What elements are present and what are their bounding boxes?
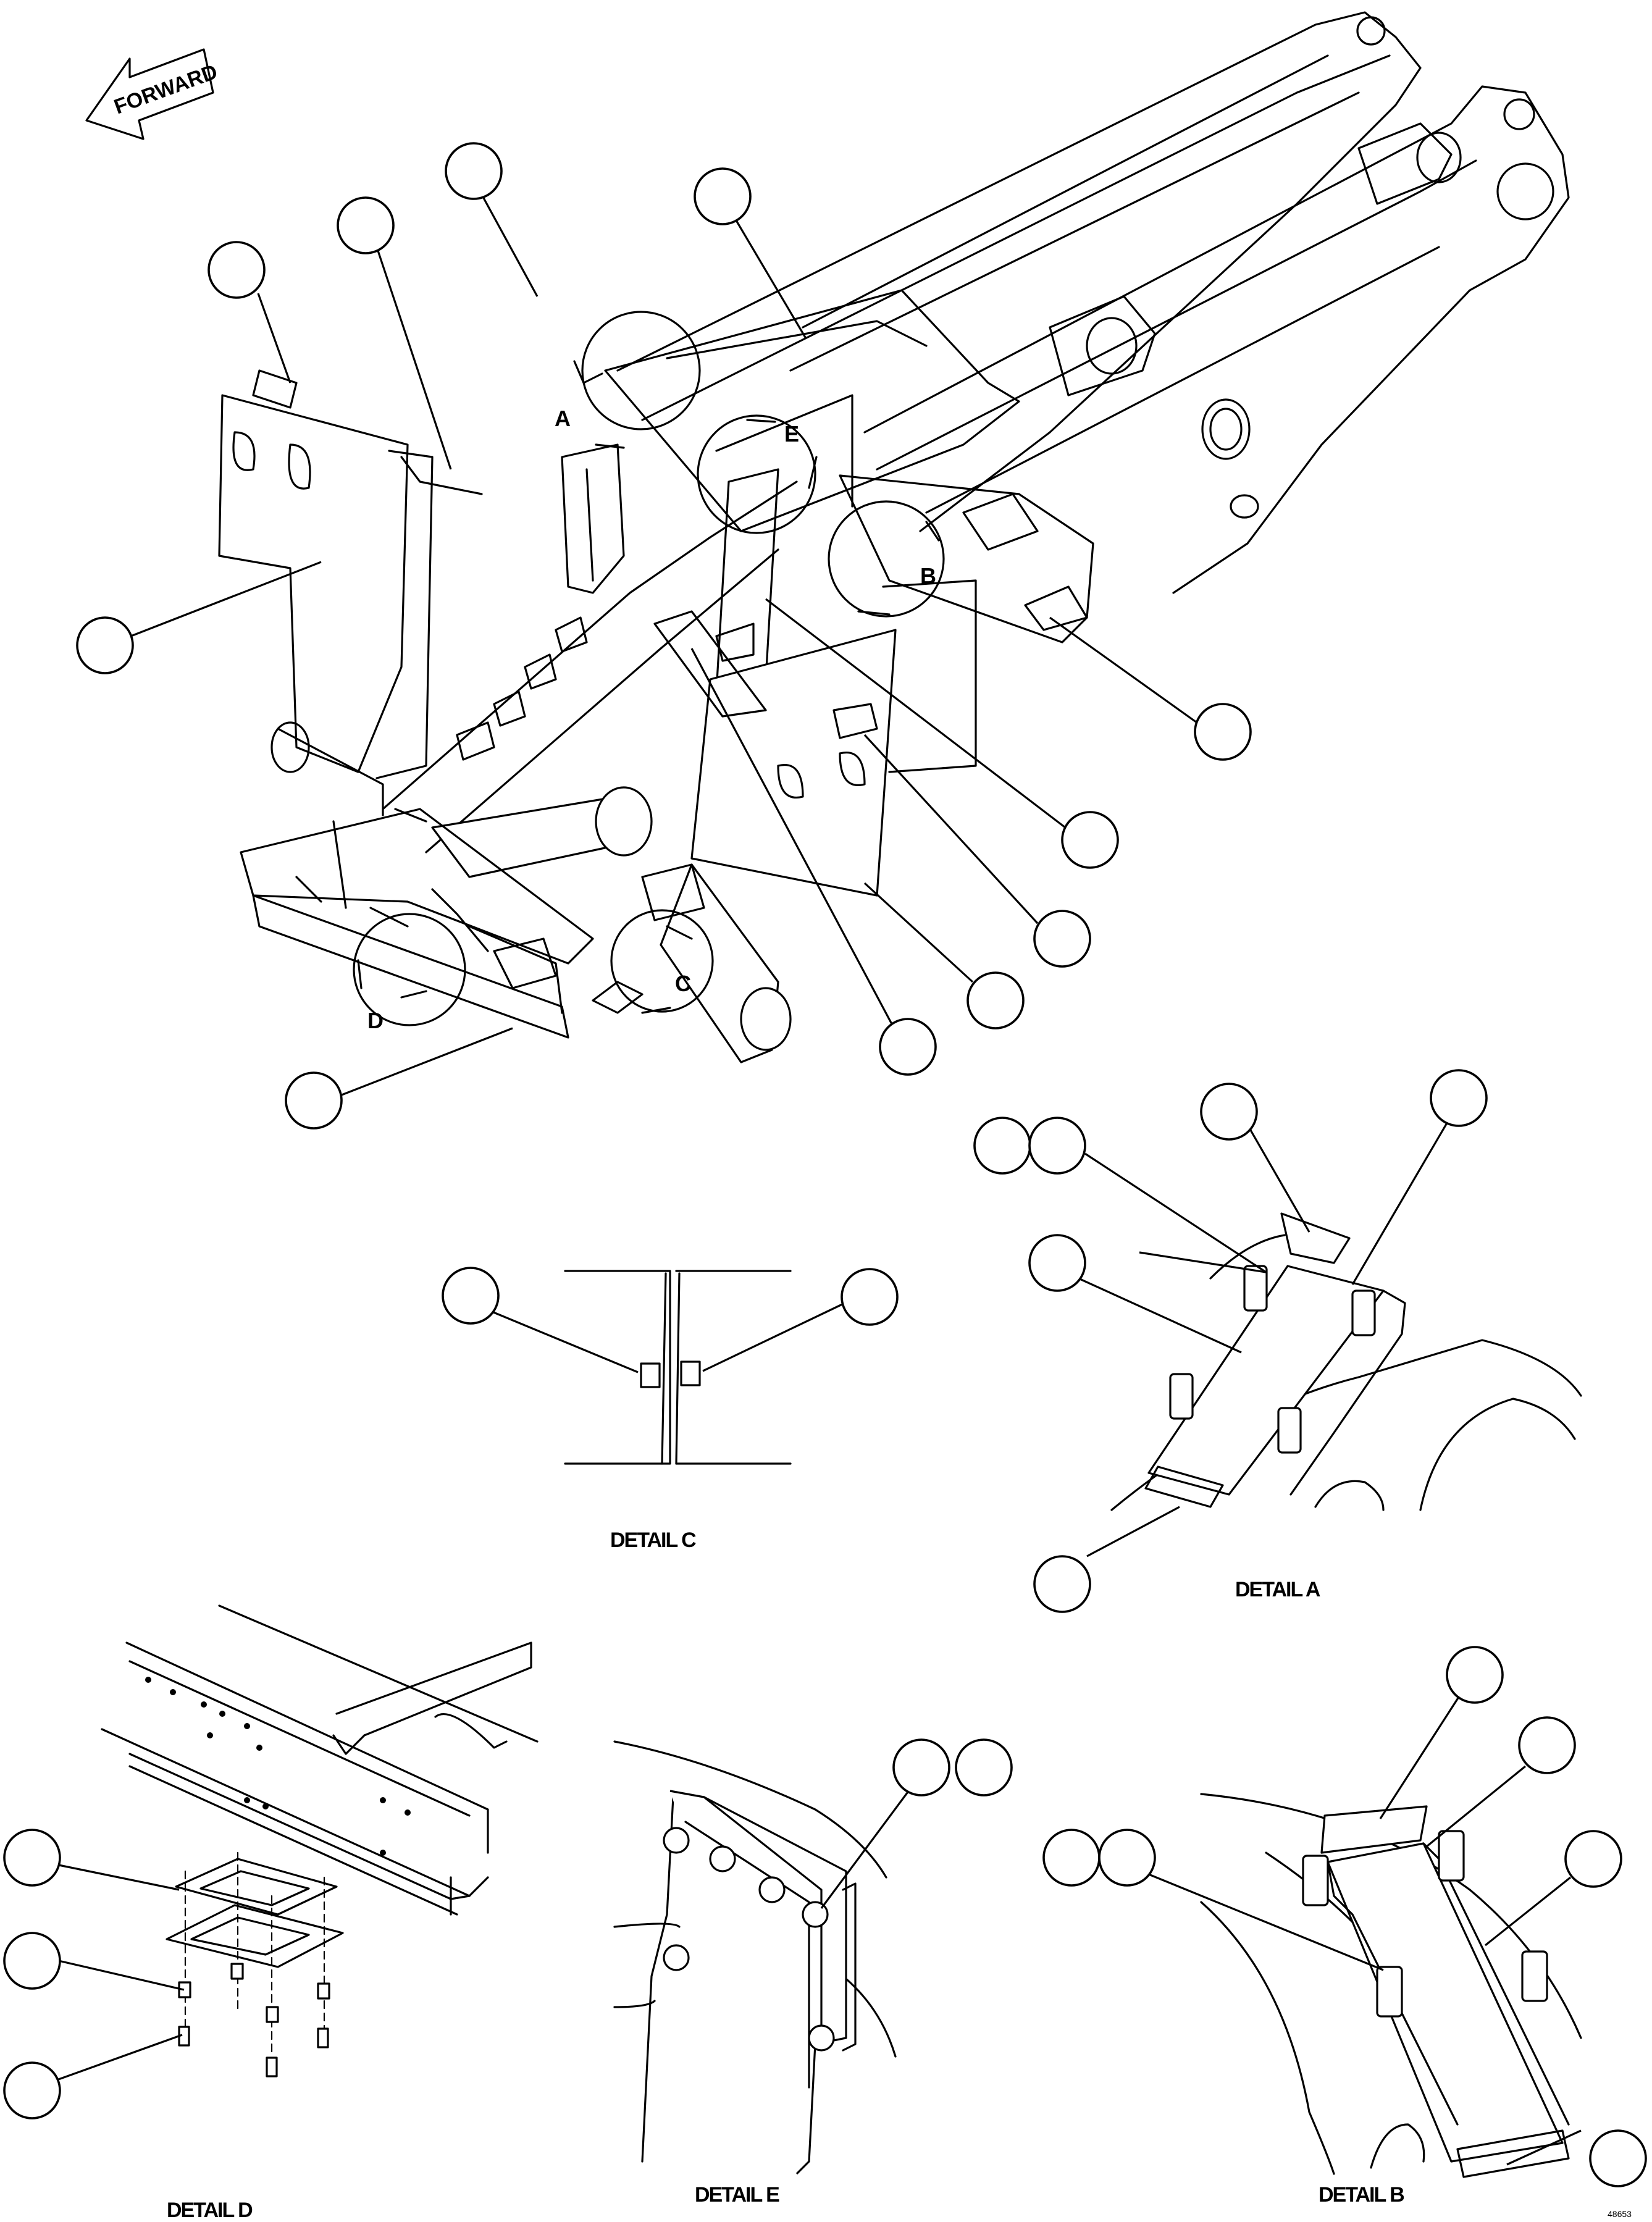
callout-balloon [208,241,266,299]
detail-b: DETAIL B [1042,1646,1647,2207]
detail-c: DETAIL C [442,1267,899,1552]
forward-arrow: FORWARD [85,48,220,140]
detail-label-a: A [555,406,571,431]
detail-b-caption: DETAIL B [1319,2183,1404,2207]
figure-number: 48653 [1608,2209,1632,2219]
detail-e-caption: DETAIL E [695,2183,779,2207]
detail-label-c: C [675,971,691,996]
callout-balloon [1061,811,1119,869]
callout-balloon [442,1267,500,1325]
callout-balloon [1564,1830,1622,1888]
callout-balloon [3,1932,61,1990]
callout-balloon [1430,1069,1488,1127]
detail-a-caption: DETAIL A [1235,1578,1320,1601]
callout-balloon [285,1071,343,1130]
detail-d: DETAIL D [3,1604,539,2222]
callout-balloon [694,167,752,225]
callout-balloon [966,971,1025,1029]
callout-balloon [1028,1117,1086,1175]
callout-balloon [879,1018,937,1076]
callout-balloon [1033,910,1091,968]
detail-circle-d [353,913,466,1026]
callout-balloon [1042,1829,1101,1887]
callout-balloon [76,616,134,674]
detail-c-caption: DETAIL C [610,1528,696,1552]
callout-balloon [1098,1829,1156,1887]
callout-balloon [1033,1555,1091,1613]
detail-markers: A E B D C [353,311,945,1033]
main-view-callouts [76,142,1252,1130]
detail-circle-b [828,500,945,618]
detail-label-d: D [367,1008,384,1033]
detail-circle-c [610,909,714,1013]
callout-balloon [1194,703,1252,761]
callout-balloon [337,196,395,254]
callout-balloon [1200,1083,1258,1141]
detail-a: DETAIL A [973,1069,1582,1613]
detail-circle-e [697,414,816,534]
callout-balloon [3,2061,61,2119]
callout-balloon [973,1117,1031,1175]
detail-circle-a [581,311,701,430]
main-frame-assembly [218,11,1570,1063]
detail-d-caption: DETAIL D [167,2199,253,2222]
callout-balloon [841,1268,899,1326]
callout-balloon [955,1738,1013,1796]
callout-balloon [3,1829,61,1887]
callout-balloon [1589,2129,1647,2187]
detail-label-e: E [784,421,799,446]
callout-balloon [445,142,503,200]
callout-balloon [892,1738,950,1796]
callout-balloon [1518,1716,1576,1774]
callout-balloon [1446,1646,1504,1704]
callout-balloon [1028,1234,1086,1292]
detail-label-b: B [920,563,936,589]
detail-e: DETAIL E [613,1738,1013,2207]
